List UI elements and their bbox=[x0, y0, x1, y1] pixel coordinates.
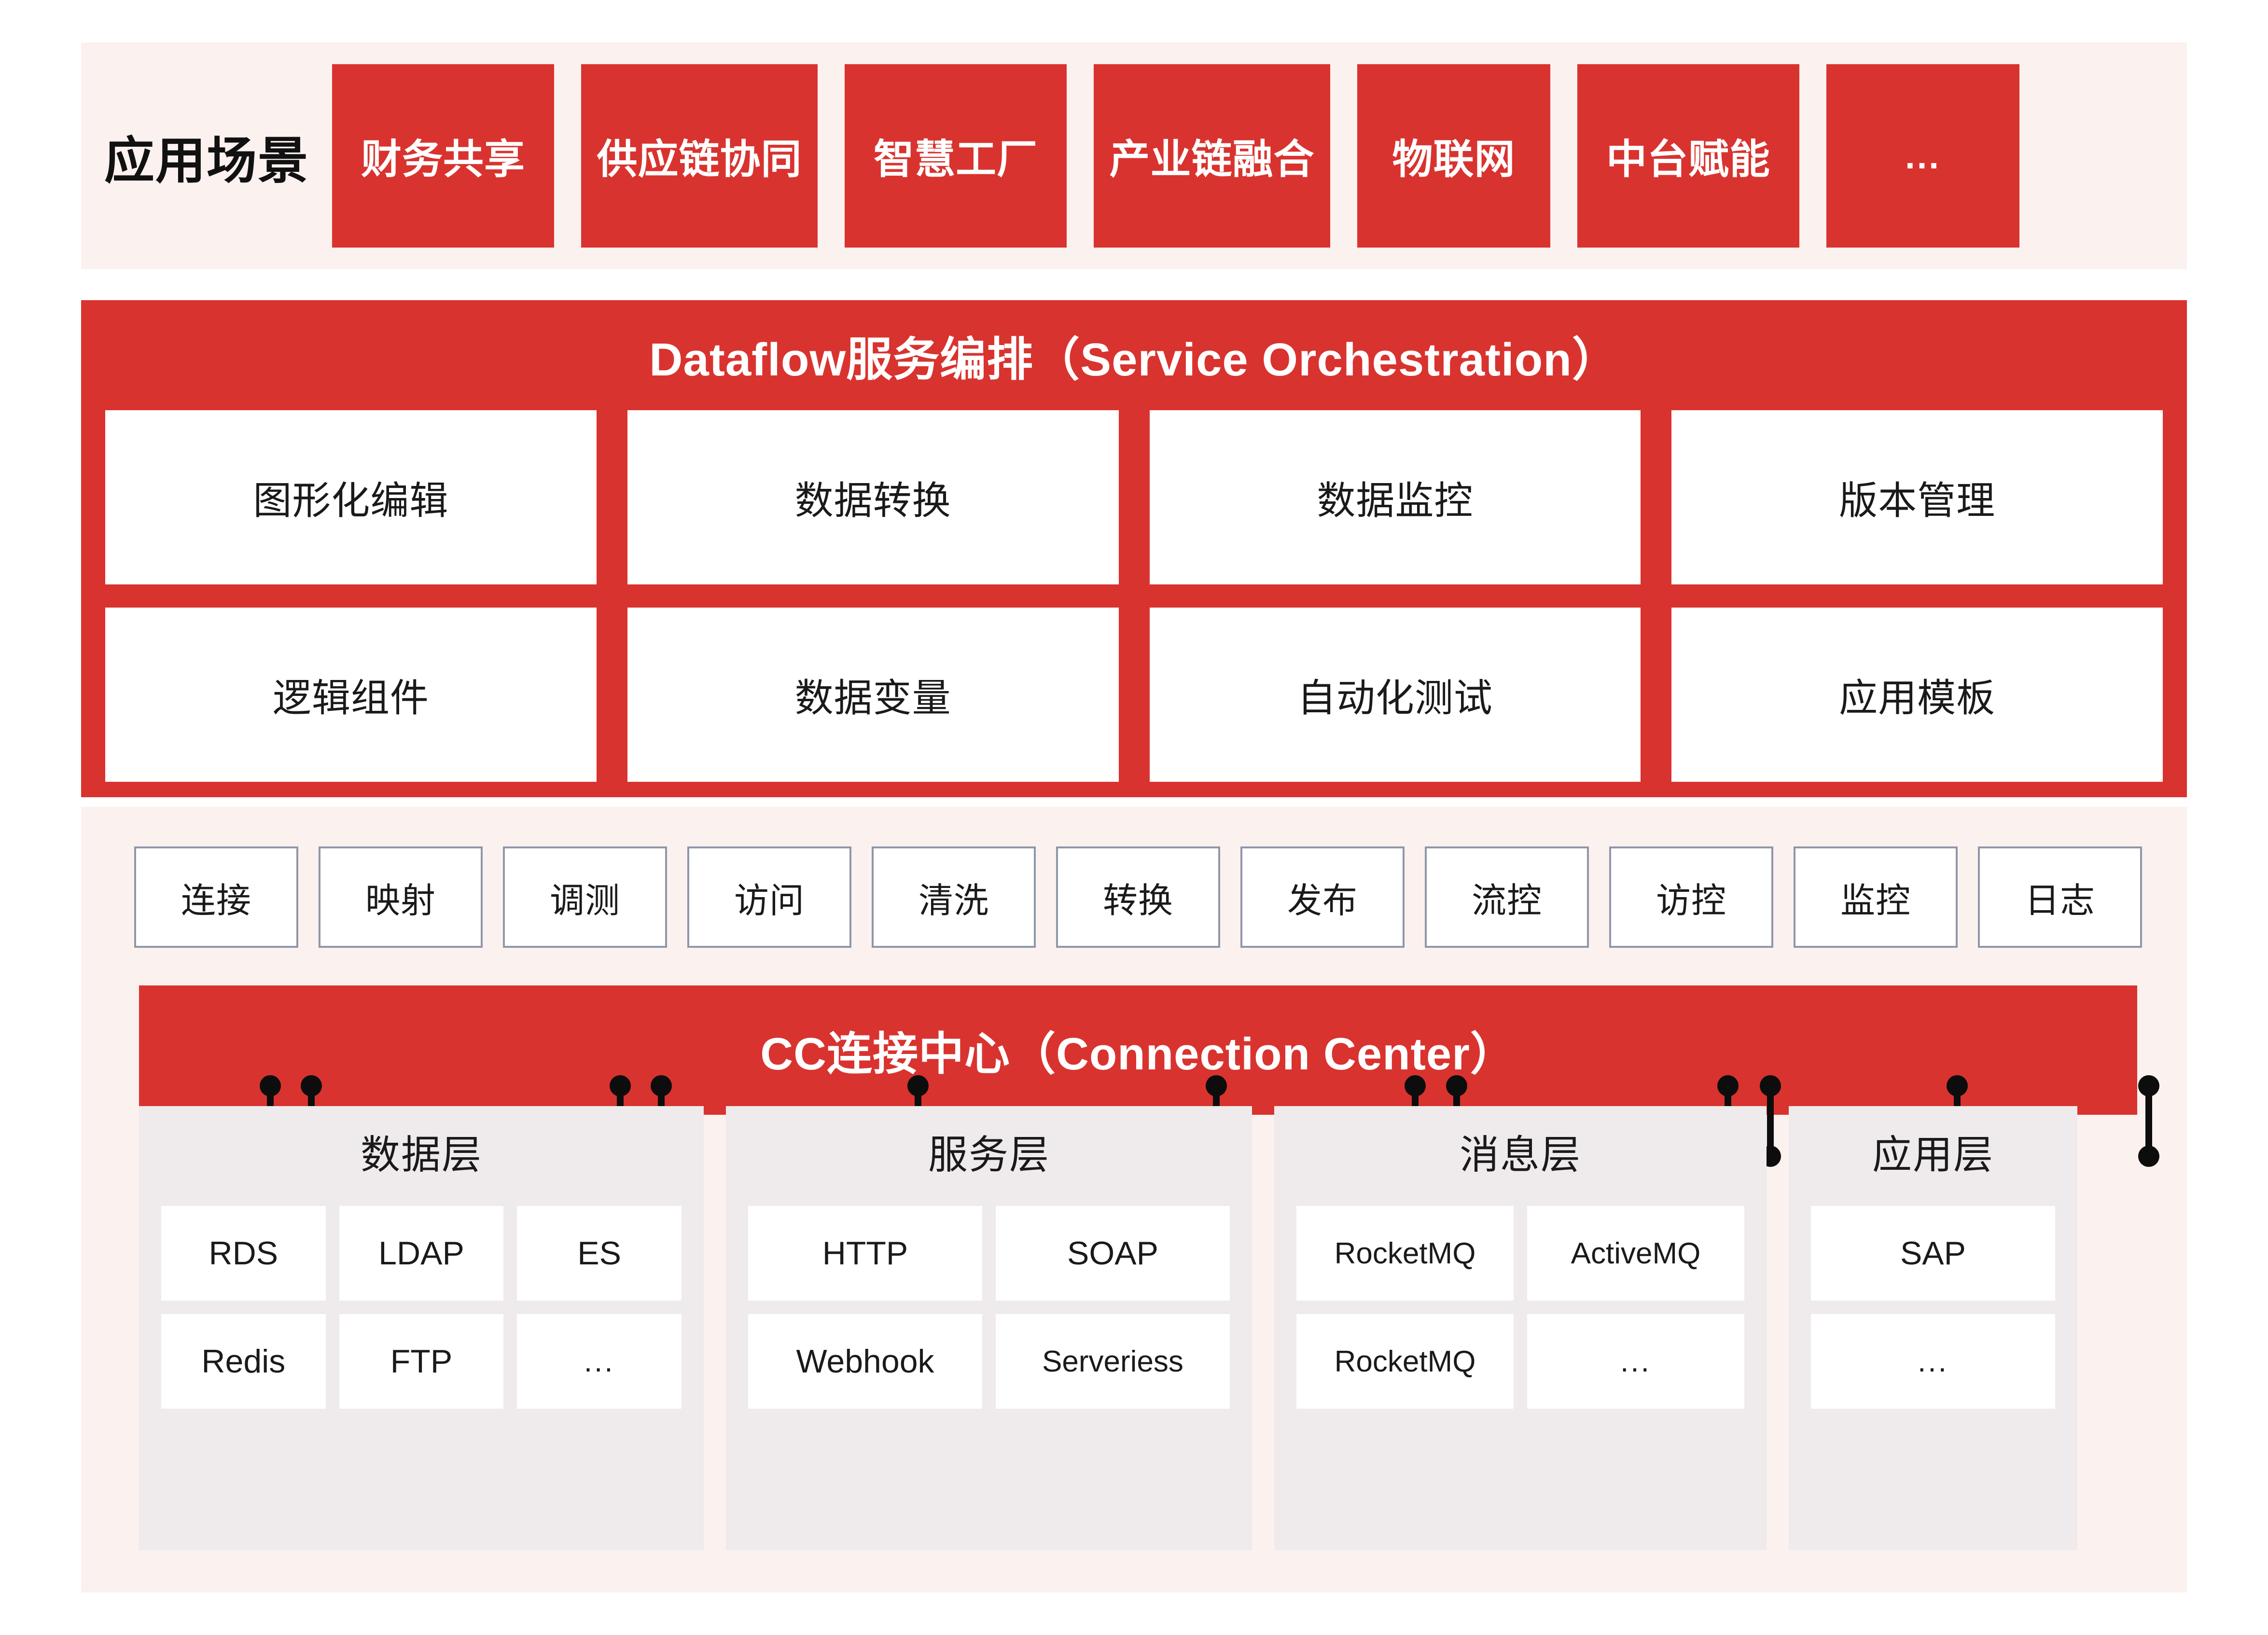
layer-item[interactable]: Serveriess bbox=[996, 1314, 1230, 1409]
layer-panel-title: 数据层 bbox=[360, 1133, 482, 1177]
layer-panel-title: 消息层 bbox=[1459, 1133, 1581, 1177]
dataflow-capability-cell[interactable]: 数据转换 bbox=[627, 410, 1119, 584]
connector-node-icon bbox=[2138, 1075, 2159, 1096]
layer-item[interactable]: SOAP bbox=[996, 1206, 1230, 1301]
scenario-tag[interactable]: 物联网 bbox=[1357, 64, 1550, 248]
layer-item[interactable]: RocketMQ bbox=[1296, 1206, 1514, 1301]
scenario-tag[interactable]: 智慧工厂 bbox=[845, 64, 1067, 248]
layer-item[interactable]: Webhook bbox=[748, 1314, 982, 1409]
capability-chip[interactable]: 监控 bbox=[1794, 846, 1958, 948]
application-scenario-tag-list: 财务共享供应链协同智慧工厂产业链融合物联网中台赋能... bbox=[332, 64, 2019, 248]
connection-center-title: CC连接中心（Connection Center） bbox=[760, 1028, 1516, 1079]
layer-item[interactable]: RDS bbox=[161, 1206, 326, 1301]
dataflow-capability-cell[interactable]: 数据变量 bbox=[627, 608, 1119, 782]
layer-item[interactable]: ... bbox=[1527, 1314, 1744, 1409]
dataflow-capability-cell[interactable]: 逻辑组件 bbox=[105, 608, 597, 782]
dataflow-capability-cell[interactable]: 图形化编辑 bbox=[105, 410, 597, 584]
dataflow-header-title: Dataflow服务编排（Service Orchestration） bbox=[649, 333, 1619, 386]
scenario-tag[interactable]: 中台赋能 bbox=[1577, 64, 1799, 248]
connector-link-icon bbox=[2138, 1075, 2159, 1167]
layer-item[interactable]: ... bbox=[517, 1314, 682, 1409]
scenario-tag[interactable]: 财务共享 bbox=[332, 64, 554, 248]
dataflow-orchestration-band: Dataflow服务编排（Service Orchestration） 图形化编… bbox=[81, 300, 2187, 797]
capability-chip[interactable]: 连接 bbox=[134, 846, 298, 948]
scenario-tag[interactable]: ... bbox=[1826, 64, 2019, 248]
layer-item-grid: SAP... bbox=[1811, 1206, 2055, 1409]
layer-item[interactable]: ... bbox=[1811, 1314, 2055, 1409]
layer-item[interactable]: ActiveMQ bbox=[1527, 1206, 1744, 1301]
capability-chip[interactable]: 访问 bbox=[687, 846, 851, 948]
application-scenario-band: 应用场景 财务共享供应链协同智慧工厂产业链融合物联网中台赋能... bbox=[81, 42, 2187, 269]
connector-node-icon bbox=[2138, 1146, 2159, 1167]
capability-chip[interactable]: 日志 bbox=[1978, 846, 2142, 948]
connection-center-bar: CC连接中心（Connection Center） bbox=[139, 985, 2137, 1115]
layer-panel-title: 应用层 bbox=[1872, 1133, 1994, 1177]
application-scenario-title: 应用场景 bbox=[104, 133, 309, 189]
dataflow-capability-cell[interactable]: 自动化测试 bbox=[1149, 608, 1641, 782]
dataflow-capability-grid: 图形化编辑数据转换数据监控版本管理逻辑组件数据变量自动化测试应用模板 bbox=[81, 410, 2187, 782]
layer-item[interactable]: FTP bbox=[339, 1314, 504, 1409]
layer-item[interactable]: LDAP bbox=[339, 1206, 504, 1301]
layer-item[interactable]: ES bbox=[517, 1206, 682, 1301]
layer-item[interactable]: HTTP bbox=[748, 1206, 982, 1301]
layer-item[interactable]: Redis bbox=[161, 1314, 326, 1409]
capability-chip[interactable]: 转换 bbox=[1056, 846, 1220, 948]
dataflow-capability-cell[interactable]: 版本管理 bbox=[1671, 410, 2163, 584]
scenario-tag[interactable]: 供应链协同 bbox=[581, 64, 818, 248]
dataflow-capability-cell[interactable]: 应用模板 bbox=[1671, 608, 2163, 782]
layer-panel: 应用层 SAP... bbox=[1789, 1106, 2077, 1550]
capability-chip[interactable]: 访控 bbox=[1609, 846, 1773, 948]
capability-chip[interactable]: 清洗 bbox=[872, 846, 1036, 948]
capability-chip-row: 连接映射调测访问清洗转换发布流控访控监控日志 bbox=[134, 846, 2142, 948]
layer-item[interactable]: SAP bbox=[1811, 1206, 2055, 1301]
layer-item[interactable]: RocketMQ bbox=[1296, 1314, 1514, 1409]
capability-chip[interactable]: 发布 bbox=[1240, 846, 1405, 948]
capability-chip[interactable]: 流控 bbox=[1425, 846, 1589, 948]
connector-stem bbox=[2145, 1082, 2152, 1160]
scenario-tag[interactable]: 产业链融合 bbox=[1094, 64, 1330, 248]
layer-panel-title: 服务层 bbox=[928, 1133, 1050, 1177]
connection-center-band: 连接映射调测访问清洗转换发布流控访控监控日志 CC连接中心（Connection… bbox=[81, 807, 2187, 1593]
dataflow-capability-cell[interactable]: 数据监控 bbox=[1149, 410, 1641, 584]
capability-chip[interactable]: 调测 bbox=[503, 846, 667, 948]
capability-chip[interactable]: 映射 bbox=[319, 846, 483, 948]
